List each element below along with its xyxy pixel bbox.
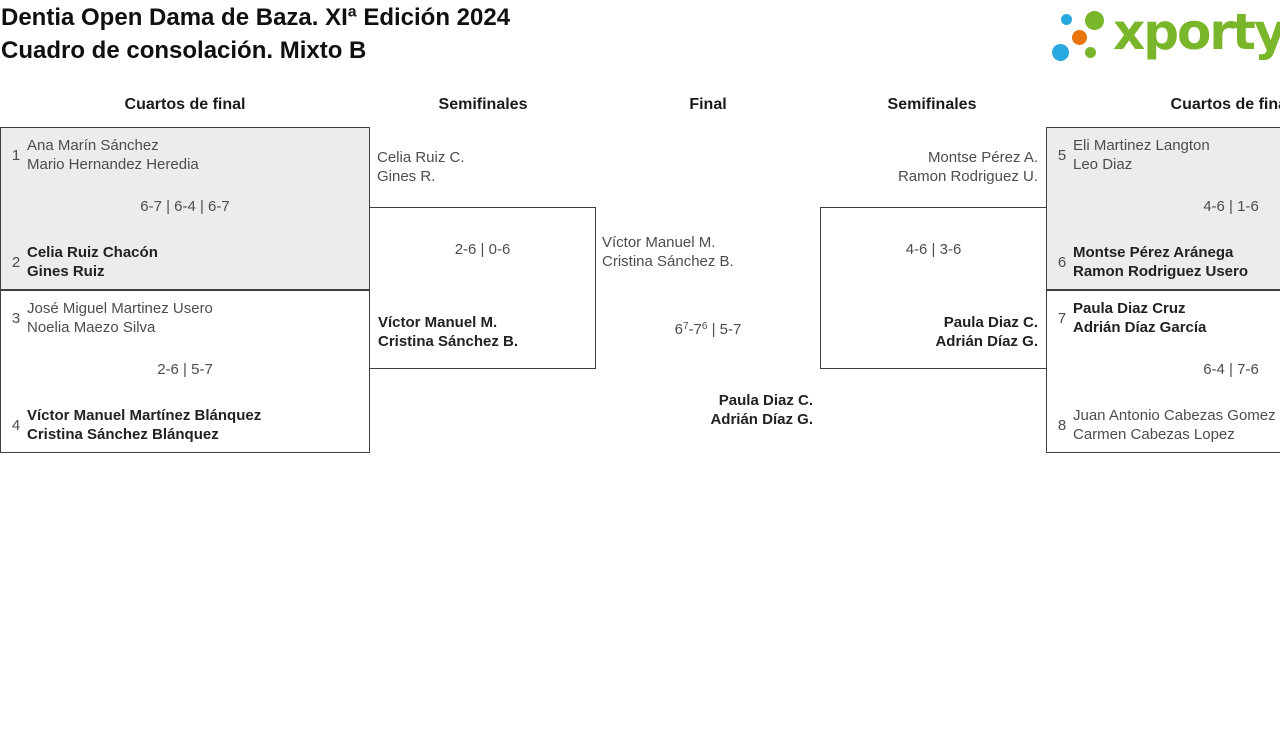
final-top-team: Víctor Manuel M. Cristina Sánchez B. (602, 233, 734, 271)
seed-number: 1 (11, 146, 21, 164)
player-name: Adrián Díaz G. (710, 411, 813, 428)
player-name: Ramon Rodriguez Usero (1073, 263, 1249, 280)
match-score: 4-6 | 1-6 (1203, 198, 1259, 215)
player-name: Juan Antonio Cabezas Gomez (1073, 407, 1276, 424)
player-name: Cristina Sánchez B. (378, 333, 519, 350)
seed-number: 4 (11, 416, 21, 434)
match-score: 4-6 | 3-6 (905, 241, 962, 258)
seed-number: 7 (1057, 309, 1067, 327)
player-name: Adrián Díaz García (1073, 319, 1207, 336)
team-row: 8 Paula Diaz Cruz Juan Antonio Cabezas G… (1054, 406, 1276, 444)
logo-dot-icon (1085, 11, 1104, 30)
team-row: 5 Eli Martinez Langton Leo Diaz (1054, 136, 1210, 174)
logo-dot-icon (1085, 47, 1096, 58)
player-name: Ramon Rodriguez U. (897, 168, 1038, 185)
team-row: 3 José Miguel Martinez Usero Noelia Maez… (8, 299, 213, 337)
score-part: | 5-7 (707, 321, 742, 338)
match-quarterfinal-4: 7 Paula Diaz Cruz Adrián Díaz García 6-4… (1046, 290, 1280, 453)
match-score: 6-7 | 6-4 | 6-7 (140, 198, 230, 215)
team-row: 4 Víctor Manuel Martínez Blánquez Cristi… (8, 406, 261, 444)
match-semifinal-left: 2-6 | 0-6 Víctor Manuel M. Cristina Sánc… (369, 207, 596, 369)
player-name: Víctor Manuel Martínez Blánquez (27, 407, 262, 424)
match-score: 2-6 | 0-6 (454, 241, 511, 258)
player-name: Celia Ruiz Chacón (27, 244, 158, 261)
logo-dot-icon (1052, 44, 1069, 61)
player-name: José Miguel Martinez Usero (27, 300, 213, 317)
player-name: Gines R. (377, 168, 436, 185)
seed-number: 2 (11, 253, 21, 271)
team-row: 7 Paula Diaz Cruz Adrián Díaz García (1054, 299, 1207, 337)
team-names-winner: Celia Ruiz Chacón Gines Ruiz (27, 243, 158, 281)
seed-number: 3 (11, 309, 21, 327)
player-name: Adrián Díaz G. (935, 333, 1038, 350)
player-name: Cristina Sánchez Blánquez (27, 426, 219, 443)
xporty-logo[interactable]: xporty (1048, 6, 1280, 72)
player-name: Víctor Manuel M. (378, 314, 498, 331)
team-names-winner: Paula Diaz Cruz Adrián Díaz García (1073, 299, 1206, 337)
player-name: Carmen Cabezas Lopez (1073, 426, 1235, 443)
tiebreak-superscript: 6 (701, 321, 708, 332)
tournament-title: Dentia Open Dama de Baza. XIª Edición 20… (1, 4, 511, 31)
player-name: Montse Pérez Aránega (1073, 244, 1234, 261)
team-names: José Miguel Martinez Usero Noelia Maezo … (27, 299, 213, 337)
player-name: Gines Ruiz (27, 263, 105, 280)
match-score: 6-4 | 7-6 (1203, 361, 1259, 378)
round-header-final: Final (689, 96, 727, 113)
logo-dot-icon (1061, 14, 1072, 25)
round-header-quarterfinals-left: Cuartos de final (124, 96, 246, 113)
player-name: Montse Pérez A. (927, 149, 1038, 166)
player-name: Leo Diaz (1073, 156, 1133, 173)
team-names-winner: Víctor Manuel M. Cristina Sánchez B. (378, 313, 518, 351)
player-name: Eli Martinez Langton (1073, 137, 1210, 154)
seed-number: 8 (1057, 416, 1067, 434)
team-row: 2 Celia Ruiz Chacón Gines Ruiz (8, 243, 158, 281)
player-name: Paula Diaz C. (943, 314, 1038, 331)
page-title: Dentia Open Dama de Baza. XIª Edición 20… (1, 1, 510, 67)
match-semifinal-right: 4-6 | 3-6 Paula Diaz C. Adrián Díaz G. (820, 207, 1047, 369)
team-names-winner: Montse Pérez Aránega Ramon Rodriguez Use… (1073, 243, 1248, 281)
semifinal-left-top-team: Celia Ruiz C. Gines R. (377, 148, 465, 186)
semifinal-right-top-team: Montse Pérez A. Ramon Rodriguez U. (898, 148, 1038, 186)
player-name: Celia Ruiz C. (377, 149, 465, 166)
player-name: Mario Hernandez Heredia (27, 156, 199, 173)
team-row: 1 Ana Marín Sánchez Mario Hernandez Here… (8, 136, 199, 174)
round-header-quarterfinals-right: Cuartos de final (1170, 96, 1280, 113)
match-quarterfinal-2: 3 José Miguel Martinez Usero Noelia Maez… (0, 290, 370, 453)
seed-number: 5 (1057, 146, 1067, 164)
team-row: 6 Montse Pérez Aránega Ramon Rodriguez U… (1054, 243, 1248, 281)
player-name: Ana Marín Sánchez (27, 137, 159, 154)
match-quarterfinal-3: 5 Eli Martinez Langton Leo Diaz 4-6 | 1-… (1046, 127, 1280, 290)
team-names: Paula Diaz Cruz Juan Antonio Cabezas Gom… (1073, 406, 1276, 444)
player-name: Paula Diaz Cruz (1073, 300, 1186, 317)
team-names-winner: Paula Diaz C. Adrián Díaz G. (935, 313, 1038, 351)
score-part: 6 (674, 321, 683, 338)
final-winner-team: Paula Diaz C. Adrián Díaz G. (710, 391, 813, 429)
round-header-semifinals-right: Semifinales (887, 96, 977, 113)
round-header-semifinals-left: Semifinales (438, 96, 528, 113)
tiebreak-superscript: 7 (682, 321, 689, 332)
team-names: Eli Martinez Langton Leo Diaz (1073, 136, 1210, 174)
logo-dot-icon (1072, 30, 1087, 45)
team-names-winner: Víctor Manuel Martínez Blánquez Cristina… (27, 406, 261, 444)
team-names: Ana Marín Sánchez Mario Hernandez Heredi… (27, 136, 199, 174)
final-match-score: 67-76 | 5-7 (602, 321, 814, 338)
match-score: 2-6 | 5-7 (157, 361, 213, 378)
player-name: Noelia Maezo Silva (27, 319, 156, 336)
score-part: -7 (688, 321, 702, 338)
bracket-subtitle: Cuadro de consolación. Mixto B (1, 37, 367, 64)
player-name: Paula Diaz C. (718, 392, 813, 409)
player-name: Víctor Manuel M. (602, 234, 716, 251)
player-name: Cristina Sánchez B. (602, 253, 734, 270)
xporty-logo-text: xporty (1113, 3, 1280, 61)
seed-number: 6 (1057, 253, 1067, 271)
match-quarterfinal-1: 1 Ana Marín Sánchez Mario Hernandez Here… (0, 127, 370, 290)
